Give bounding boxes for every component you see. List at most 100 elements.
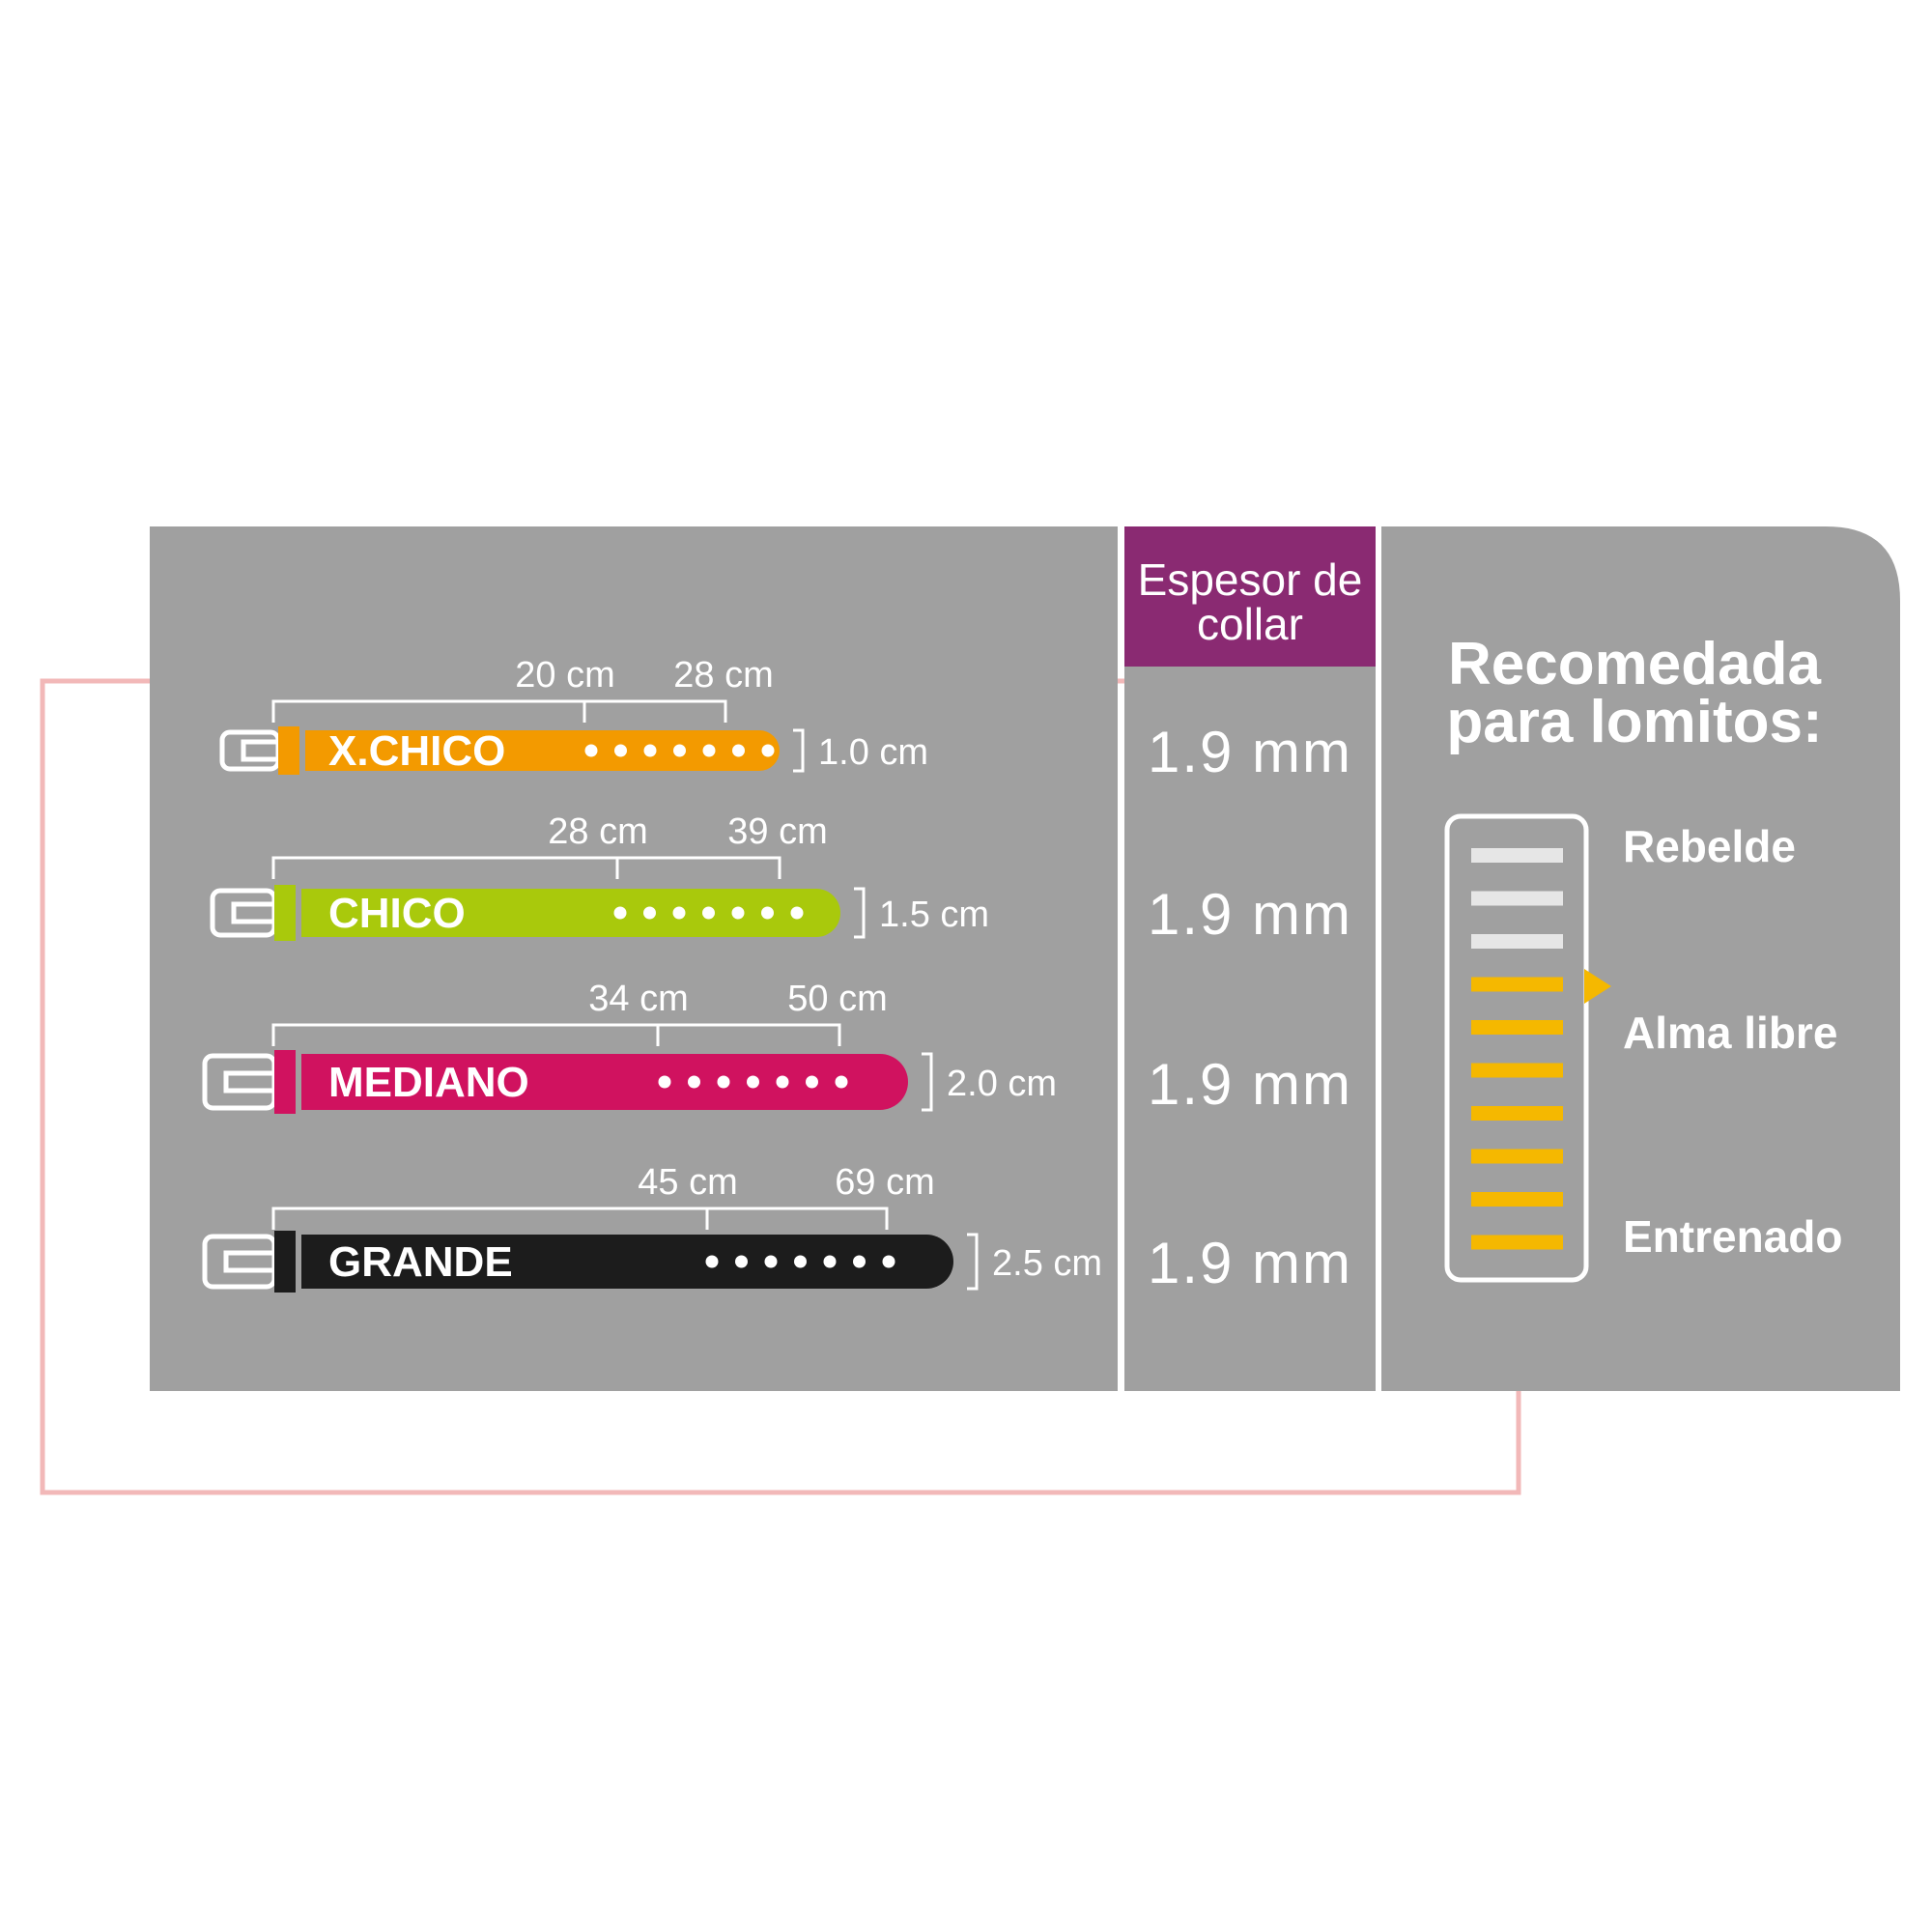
strap-hole — [747, 1075, 759, 1089]
buckle-prong — [241, 739, 278, 762]
strap-keeper — [274, 885, 296, 941]
level-indicator-arrow — [1584, 969, 1611, 1004]
strap-hole — [658, 1075, 671, 1089]
collar-size-name: GRANDE — [328, 1238, 513, 1286]
size-max-label: 69 cm — [835, 1162, 934, 1203]
recommendation-panel — [1381, 526, 1900, 1391]
strap-width-label: 2.0 cm — [947, 1064, 1057, 1104]
strap-hole — [643, 744, 657, 757]
strap-hole — [732, 744, 745, 757]
collar-strap — [305, 730, 780, 771]
thickness-header — [1124, 526, 1376, 667]
strap-hole — [835, 1075, 848, 1089]
level-label-rebelde: Rebelde — [1623, 821, 1796, 871]
collar-strap-start — [305, 730, 346, 771]
strap-hole — [794, 1255, 807, 1268]
strap-width-label: 2.5 cm — [992, 1243, 1102, 1284]
size-max-label: 39 cm — [727, 811, 827, 852]
level-meter — [1444, 813, 1589, 1283]
recommendation-title-line2: para lomitos: — [1446, 689, 1822, 755]
strap-hole — [823, 1255, 837, 1268]
level-bar-active — [1471, 977, 1563, 992]
collar-strap — [301, 889, 840, 937]
collar-strap — [301, 1235, 953, 1289]
level-bar-inactive — [1471, 848, 1563, 863]
strap-hole — [764, 1255, 778, 1268]
strap-hole — [705, 1255, 719, 1268]
strap-hole — [853, 1255, 866, 1268]
level-label-entrenado: Entrenado — [1623, 1211, 1842, 1262]
strap-hole — [614, 744, 627, 757]
collar-strap — [301, 1054, 908, 1110]
collar-size-name: MEDIANO — [328, 1059, 529, 1106]
collar-row: 20 cm 28 cm X.CHICO 1.0 cm 1.9 mm — [219, 655, 1352, 784]
size-range-bracket — [271, 699, 727, 723]
thickness-value: 1.9 mm — [1148, 882, 1352, 947]
buckle-prong — [223, 1250, 274, 1273]
thickness-header-line1: Espesor de — [1138, 554, 1363, 605]
strap-hole — [806, 1075, 818, 1089]
level-bar-inactive — [1471, 934, 1563, 949]
size-range-bracket — [271, 856, 781, 879]
level-bar-active — [1471, 1106, 1563, 1121]
strap-keeper — [274, 1231, 296, 1293]
strap-width-label: 1.5 cm — [879, 895, 989, 935]
collar-strap-start — [301, 889, 350, 937]
collar-strap-start — [301, 1235, 355, 1289]
strap-keeper — [274, 1050, 296, 1114]
thickness-header-line2: collar — [1197, 599, 1303, 649]
strap-width-bracket — [793, 728, 805, 773]
level-bar-active — [1471, 1192, 1563, 1207]
strap-hole — [702, 906, 715, 920]
level-bar-inactive — [1471, 891, 1563, 906]
strap-hole — [761, 906, 774, 920]
strap-width-label: 1.0 cm — [818, 732, 928, 773]
level-bar-active — [1471, 1063, 1563, 1078]
strap-hole — [688, 1075, 700, 1089]
size-range-bracket — [271, 1207, 889, 1230]
thickness-value: 1.9 mm — [1148, 720, 1352, 784]
strap-keeper — [278, 726, 299, 775]
size-min-label: 45 cm — [638, 1162, 737, 1203]
collar-size-name: CHICO — [328, 890, 466, 937]
collars-layer: 20 cm 28 cm X.CHICO 1.0 cm 1.9 mm 28 cm 39 cm C… — [202, 655, 1352, 1295]
strap-hole — [761, 744, 775, 757]
strap-width-bracket — [922, 1052, 933, 1112]
level-bar-active — [1471, 1020, 1563, 1035]
strap-hole — [882, 1255, 895, 1268]
collar-row: 45 cm 69 cm GRANDE 2.5 cm 1.9 mm — [202, 1162, 1352, 1295]
size-range-bracket — [271, 1023, 841, 1046]
level-meter-bars — [1471, 848, 1563, 1250]
strap-hole — [673, 744, 686, 757]
strap-hole — [776, 1075, 789, 1089]
strap-hole — [731, 906, 745, 920]
thickness-panel — [1124, 526, 1376, 1391]
collar-row: 28 cm 39 cm CHICO 1.5 cm 1.9 mm — [210, 811, 1352, 947]
level-label-alma-libre: Alma libre — [1623, 1008, 1837, 1058]
size-min-label: 28 cm — [548, 811, 647, 852]
strap-hole — [735, 1255, 748, 1268]
collar-size-name: X.CHICO — [328, 727, 505, 775]
size-max-label: 50 cm — [787, 979, 887, 1019]
strap-hole — [672, 906, 686, 920]
strap-hole — [643, 906, 656, 920]
size-min-label: 20 cm — [515, 655, 614, 696]
size-max-label: 28 cm — [673, 655, 773, 696]
recommendation-title-line1: Recomedada — [1448, 631, 1821, 697]
strap-hole — [717, 1075, 730, 1089]
strap-width-bracket — [854, 887, 866, 939]
collar-row: 34 cm 50 cm MEDIANO 2.0 cm 1.9 mm — [202, 979, 1352, 1117]
strap-hole — [790, 906, 804, 920]
buckle-prong — [231, 901, 274, 924]
strap-hole — [613, 906, 627, 920]
level-bar-active — [1471, 1149, 1563, 1164]
buckle-prong — [223, 1070, 274, 1094]
thickness-value: 1.9 mm — [1148, 1052, 1352, 1117]
strap-hole — [584, 744, 598, 757]
strap-hole — [702, 744, 716, 757]
size-min-label: 34 cm — [588, 979, 688, 1019]
thickness-value: 1.9 mm — [1148, 1231, 1352, 1295]
collar-strap-start — [301, 1054, 357, 1110]
decorative-outline — [40, 678, 1521, 1495]
